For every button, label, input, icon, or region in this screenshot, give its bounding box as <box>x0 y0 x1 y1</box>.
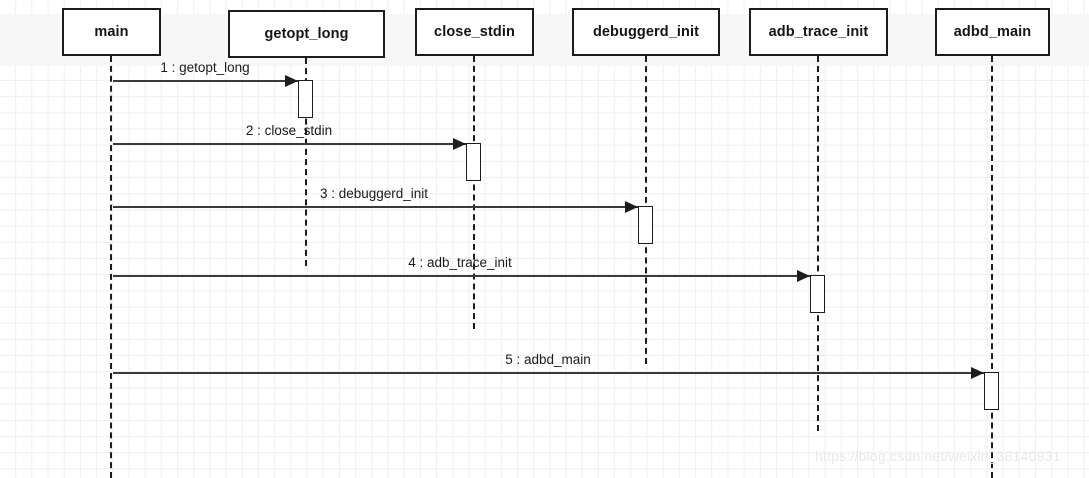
lifeline-main <box>110 56 112 478</box>
participant-box-main[interactable]: main <box>62 8 161 56</box>
participant-box-debuggerd_init[interactable]: debuggerd_init <box>572 8 720 56</box>
arrowhead-icon-close_stdin <box>453 137 466 150</box>
participant-label: main <box>94 24 129 40</box>
arrowhead-icon-adb_trace_init <box>797 269 810 282</box>
message-line-adbd_main[interactable] <box>113 372 984 374</box>
participant-label: adb_trace_init <box>768 24 869 40</box>
arrowhead-icon-debuggerd_init <box>625 200 638 213</box>
participant-box-adbd_main[interactable]: adbd_main <box>935 8 1050 56</box>
message-line-adb_trace_init[interactable] <box>113 275 810 277</box>
participant-label: close_stdin <box>434 24 515 40</box>
message-label-close_stdin: 2 : close_stdin <box>245 123 333 138</box>
message-label-getopt_long: 1 : getopt_long <box>160 60 250 75</box>
header-band <box>0 14 1089 66</box>
activation-bar-debuggerd_init[interactable] <box>638 206 653 244</box>
activation-bar-adb_trace_init[interactable] <box>810 275 825 313</box>
message-line-close_stdin[interactable] <box>113 143 466 145</box>
message-label-debuggerd_init: 3 : debuggerd_init <box>319 186 429 201</box>
lifeline-getopt_long <box>305 58 307 266</box>
participant-box-close_stdin[interactable]: close_stdin <box>415 8 534 56</box>
participant-box-adb_trace_init[interactable]: adb_trace_init <box>749 8 888 56</box>
lifeline-adb_trace_init <box>817 56 819 431</box>
participant-label: debuggerd_init <box>592 24 700 40</box>
participant-box-getopt_long[interactable]: getopt_long <box>228 10 385 58</box>
message-line-debuggerd_init[interactable] <box>113 206 638 208</box>
participant-label: adbd_main <box>953 24 1032 40</box>
watermark-text: https://blog.csdn.net/weixin_38140931 <box>815 448 1061 464</box>
message-label-adbd_main: 5 : adbd_main <box>505 352 591 367</box>
participant-label: getopt_long <box>264 26 349 42</box>
arrowhead-icon-adbd_main <box>971 366 984 379</box>
lifeline-adbd_main <box>991 56 993 478</box>
message-line-getopt_long[interactable] <box>113 80 298 82</box>
activation-bar-adbd_main[interactable] <box>984 372 999 410</box>
activation-bar-getopt_long[interactable] <box>298 80 313 118</box>
arrowhead-icon-getopt_long <box>285 74 298 87</box>
activation-bar-close_stdin[interactable] <box>466 143 481 181</box>
lifeline-close_stdin <box>473 56 475 329</box>
message-label-adb_trace_init: 4 : adb_trace_init <box>408 255 512 270</box>
